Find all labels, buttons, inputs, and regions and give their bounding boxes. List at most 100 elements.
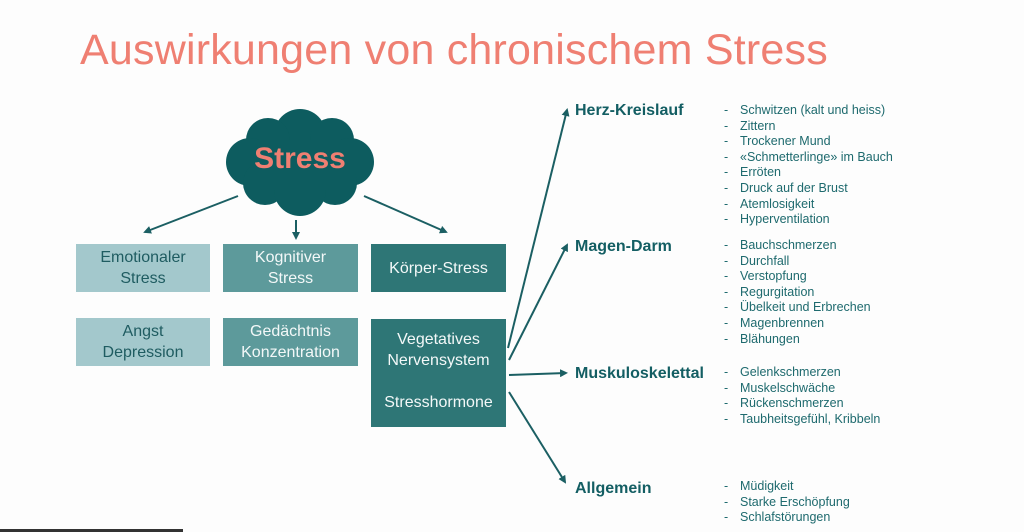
symptom-item: -Starke Erschöpfung	[724, 495, 850, 511]
symptom-item: -Schwitzen (kalt und heiss)	[724, 103, 893, 119]
symptom-item: -Blähungen	[724, 332, 871, 348]
physical-effects-box: Vegetatives Nervensystem Stresshormone	[371, 319, 506, 427]
symptom-list-magen-darm: -Bauchschmerzen-Durchfall-Verstopfung-Re…	[724, 238, 871, 347]
arrow-to-herz-kreislauf	[507, 108, 570, 349]
bullet-dash: -	[724, 284, 729, 299]
symptom-text: Zittern	[740, 118, 776, 133]
symptom-item: -Atemlosigkeit	[724, 197, 893, 213]
symptom-item: -Druck auf der Brust	[724, 181, 893, 197]
bullet-dash: -	[724, 149, 729, 164]
symptom-list-muskuloskelettal: -Gelenkschmerzen-Muskelschwäche-Rückensc…	[724, 365, 880, 427]
symptom-item: -Müdigkeit	[724, 479, 850, 495]
bullet-dash: -	[724, 494, 729, 509]
bullet-dash: -	[724, 103, 729, 117]
arrow-to-physical	[363, 195, 448, 234]
bullet-dash: -	[724, 315, 729, 330]
box-label: Angst	[122, 323, 164, 340]
box-label: Stress	[267, 270, 314, 287]
symptom-text: Durchfall	[740, 253, 790, 268]
arrow-to-muskuloskelettal	[508, 369, 568, 378]
symptom-item: -Rückenschmerzen	[724, 396, 880, 412]
progress-bar	[0, 529, 183, 532]
symptom-text: «Schmetterlinge» im Bauch	[740, 149, 893, 164]
symptom-text: Trockener Mund	[740, 134, 831, 149]
symptom-text: Starke Erschöpfung	[740, 494, 850, 509]
symptom-text: Taubheitsgefühl, Kribbeln	[740, 411, 881, 426]
arrow-to-emotional	[143, 195, 239, 234]
arrow-to-allgemein	[508, 391, 567, 484]
symptom-item: -Übelkeit und Erbrechen	[724, 300, 871, 316]
symptom-text: Regurgitation	[740, 284, 815, 299]
box-label: Gedächtnis	[250, 323, 331, 340]
emotional-stress-box: Emotionaler Stress	[76, 244, 210, 292]
box-label: Vegetatives	[397, 331, 480, 348]
bullet-dash: -	[724, 212, 729, 227]
category-muskuloskelettal: Muskuloskelettal	[575, 365, 704, 382]
symptom-list-herz-kreislauf: -Schwitzen (kalt und heiss)-Zittern-Troc…	[724, 103, 893, 228]
box-label: Depression	[102, 344, 184, 361]
symptom-list-allgemein: -Müdigkeit-Starke Erschöpfung-Schlafstör…	[724, 479, 850, 526]
symptom-text: Muskelschwäche	[740, 380, 836, 395]
symptom-item: -Muskelschwäche	[724, 381, 880, 397]
bullet-dash: -	[724, 365, 729, 379]
box-label: Emotionaler	[100, 249, 186, 266]
bullet-dash: -	[724, 269, 729, 284]
category-allgemein: Allgemein	[575, 480, 652, 497]
box-label: Konzentration	[241, 344, 340, 361]
symptom-item: -Durchfall	[724, 254, 871, 270]
symptom-text: Verstopfung	[740, 269, 807, 284]
bullet-dash: -	[724, 253, 729, 268]
symptom-text: Erröten	[740, 165, 781, 180]
cognitive-effects-box: Gedächtnis Konzentration	[223, 318, 358, 366]
symptom-text: Bauchschmerzen	[740, 238, 837, 252]
symptom-text: Magenbrennen	[740, 315, 825, 330]
symptom-item: -Gelenkschmerzen	[724, 365, 880, 381]
bullet-dash: -	[724, 118, 729, 133]
symptom-item: -Zittern	[724, 119, 893, 135]
stress-cloud	[226, 109, 374, 216]
box-label: Stress	[120, 270, 166, 287]
bullet-dash: -	[724, 134, 729, 149]
box-label: Nervensystem	[387, 352, 490, 369]
bullet-dash: -	[724, 510, 729, 525]
symptom-text: Übelkeit und Erbrechen	[740, 300, 871, 315]
symptom-item: -Erröten	[724, 165, 893, 181]
bullet-dash: -	[724, 411, 729, 426]
symptom-text: Müdigkeit	[740, 479, 794, 493]
category-magen-darm: Magen-Darm	[575, 238, 672, 255]
cognitive-stress-box: Kognitiver Stress	[223, 244, 358, 292]
symptom-text: Gelenkschmerzen	[740, 365, 841, 379]
symptom-item: -Regurgitation	[724, 285, 871, 301]
bullet-dash: -	[724, 479, 729, 493]
symptom-text: Schlafstörungen	[740, 510, 831, 525]
box-label: Körper-Stress	[389, 259, 488, 277]
symptom-text: Blähungen	[740, 331, 800, 346]
symptom-item: -Trockener Mund	[724, 134, 893, 150]
arrow-to-magen-darm	[508, 243, 568, 361]
stress-cloud-label: Stress	[254, 142, 346, 175]
physical-stress-box: Körper-Stress	[371, 244, 506, 292]
symptom-text: Druck auf der Brust	[740, 180, 848, 195]
symptom-item: -Verstopfung	[724, 269, 871, 285]
symptom-item: -Schlafstörungen	[724, 510, 850, 526]
bullet-dash: -	[724, 165, 729, 180]
symptom-item: -Hyperventilation	[724, 212, 893, 228]
symptom-item: -Magenbrennen	[724, 316, 871, 332]
symptom-item: -«Schmetterlinge» im Bauch	[724, 150, 893, 166]
bullet-dash: -	[724, 331, 729, 346]
bullet-dash: -	[724, 396, 729, 411]
slide-title: Auswirkungen von chronischem Stress	[80, 26, 828, 74]
bullet-dash: -	[724, 196, 729, 211]
symptom-text: Atemlosigkeit	[740, 196, 815, 211]
box-label: Stresshormone	[384, 394, 493, 411]
symptom-item: -Bauchschmerzen	[724, 238, 871, 254]
bullet-dash: -	[724, 380, 729, 395]
bullet-dash: -	[724, 180, 729, 195]
bullet-dash: -	[724, 238, 729, 252]
symptom-item: -Taubheitsgefühl, Kribbeln	[724, 412, 880, 428]
symptom-text: Rückenschmerzen	[740, 396, 844, 411]
category-herz-kreislauf: Herz-Kreislauf	[575, 102, 684, 119]
symptom-text: Hyperventilation	[740, 212, 830, 227]
box-label: Kognitiver	[254, 249, 327, 266]
